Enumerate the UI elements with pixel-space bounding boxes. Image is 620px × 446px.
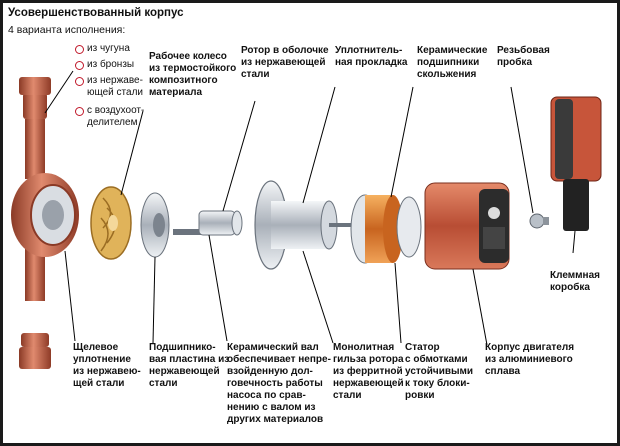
leader-lines — [44, 70, 576, 346]
diagram-title: Усовершенствованный корпус — [8, 7, 184, 19]
variant-label: из бронзы — [87, 59, 135, 70]
threaded-plug — [529, 213, 549, 229]
variant-label: с воздухоот- делителем — [87, 105, 145, 128]
stator — [350, 194, 422, 264]
bullet-icon — [75, 77, 84, 86]
variant-label: из чугуна — [87, 43, 130, 54]
diagram-subtitle: 4 варианта исполнения: — [8, 24, 126, 36]
impeller — [90, 186, 132, 260]
label-motor-housing: Корпус двигателя из алюминиевого сплава — [485, 342, 575, 377]
pump-illustration — [11, 70, 602, 369]
label-rotor: Ротор в оболочке из нержавеющей стали — [241, 45, 329, 80]
label-shaft: Керамический вал обеспечивает непре- взо… — [227, 342, 331, 425]
bullet-icon — [75, 107, 84, 116]
label-bearings: Керамические подшипники скольжения — [417, 45, 488, 80]
label-plug: Резьбовая пробка — [497, 45, 550, 68]
variant-item: с воздухоот- делителем — [75, 105, 144, 129]
label-bearing-plate: Подшипнико- вая пластина из нержавеющей … — [149, 342, 230, 389]
motor-housing — [424, 182, 510, 270]
pump-housing — [11, 77, 79, 301]
label-stator: Статор с обмотками устойчивыми к току бл… — [405, 342, 474, 401]
label-slot-seal: Щелевое уплотнение из нержавею- щей стал… — [73, 342, 141, 389]
label-gasket: Уплотнитель- ная прокладка — [335, 45, 408, 68]
variant-item: из бронзы — [75, 59, 134, 71]
bearing-plate — [140, 192, 170, 258]
label-sleeve: Монолитная гильза ротора из ферритной не… — [333, 342, 404, 401]
variant-item: из нержаве- ющей стали — [75, 75, 143, 99]
ceramic-shaft — [173, 210, 243, 236]
rotor-sleeve — [254, 180, 359, 270]
variant-label: из нержаве- ющей стали — [87, 75, 143, 98]
pipe-nut-bottom — [19, 333, 51, 369]
variant-item: из чугуна — [75, 43, 130, 55]
bullet-icon — [75, 45, 84, 54]
bullet-icon — [75, 61, 84, 70]
terminal-box — [550, 96, 602, 231]
label-impeller: Рабочее колесо из термостойкого композит… — [149, 51, 237, 98]
label-terminal-box: Клеммная коробка — [550, 270, 600, 293]
